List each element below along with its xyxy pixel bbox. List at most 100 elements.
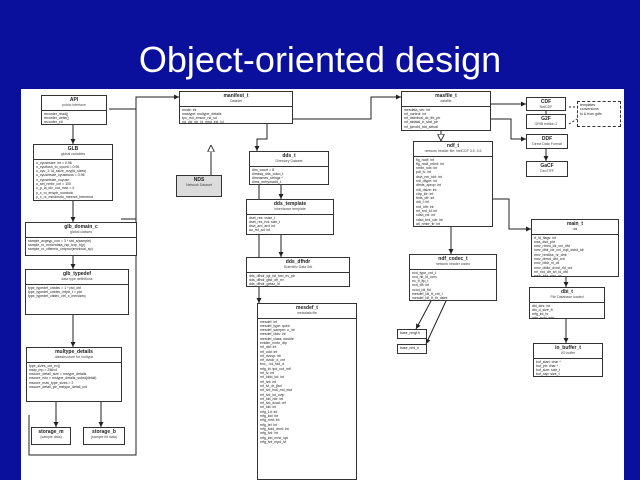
class-member: mfg_1d: int [260, 409, 278, 414]
class-member: dims_entrymadd_t [252, 180, 281, 185]
class-members: buf_start: char *buf_ptr: char *buf_size… [534, 359, 602, 377]
class-name: io_buffer_t [555, 345, 581, 351]
class-member: mscore_ndx = mstype_details_subst(detail… [29, 376, 97, 381]
class-member: recorder_write() [44, 115, 69, 120]
class-member: ustx_mnsts_optsdd [36, 199, 110, 200]
connector-manifest-masfile [293, 94, 401, 120]
class-member: base_nmgl.h [400, 331, 421, 335]
class-member: mf_dtd: int [260, 345, 277, 350]
class-member: mfg_ldd_mrst_lqd [260, 435, 288, 440]
class-member: ddl_f: int [416, 200, 430, 205]
class-member: p_x_m_ensptr_nomsolo [36, 190, 74, 195]
class-stereotype: (sample bit data) [90, 435, 118, 439]
class-member: p_x_rx_mmdnsdu_meenot_bemenot [36, 194, 94, 199]
class-member: mfg_lvd: int [260, 431, 278, 436]
class-member: mf_control: int [404, 111, 426, 116]
class-box-storage-b: storage_b(sample bit data) [83, 427, 125, 445]
class-stereotype: Network Dataset [186, 183, 212, 187]
class-name: G2F [541, 116, 551, 122]
class-member: type_typedef_cntdec = 1 * ptd_ctrl [28, 285, 82, 290]
class-member: extdim_nmbr_dtp [260, 340, 288, 345]
class-member: tpo_rsd_emcur_rst_sd [182, 116, 217, 121]
class-member: dimssq_dds_odoo_t [252, 171, 284, 176]
class-member: nmv_nmdlss_nr_dmt [534, 252, 567, 257]
class-name: glb_typedef [62, 271, 92, 277]
class-members: sample_avgsyp_con = 3 * std_s(sample)sam… [26, 238, 136, 253]
class-member: rnd_ldfr: int [416, 204, 434, 209]
class-member: mf_rnd_ld: int [416, 209, 438, 214]
class-stereotype: dai [572, 227, 578, 231]
class-member: mfg_int_ts [532, 312, 549, 317]
class-member: mscore_detail_ptr_mstype_detail_cnt [29, 384, 87, 389]
class-member: ncd_type_cnt_t [412, 270, 436, 275]
class-member: mf_lpmxld_tdd_setval [404, 124, 438, 129]
class-member: mf_ldd_ndr: int [260, 396, 284, 401]
class-name: GLB [67, 146, 79, 152]
class-box-small2: base_nml_h [397, 344, 427, 354]
class-name: ndf_codec_t [438, 256, 468, 262]
class-member: to & from gdfs [580, 111, 602, 116]
class-name: multype_details [55, 349, 93, 355]
class-member: dsvt_nm_tdd: int [416, 174, 442, 179]
connector-masfile-ddf [491, 118, 526, 142]
class-member: mscore_detail_size = mstype_details [29, 372, 87, 377]
class-member: dds_dfhdr_tgt_tst_fwd_ev_ptr [249, 273, 296, 278]
class-box-storage-m: storage_m(sample data) [31, 427, 71, 445]
class-name: masfile_t [435, 93, 457, 99]
class-member: buf_start: char * [536, 359, 561, 364]
class-member: nmbr_ndx: int [416, 166, 438, 171]
class-member: dds_dfhdr_getaz_ld [249, 282, 280, 287]
class-member: flg_ncdf: int [416, 157, 434, 162]
class-stereotype: GeoTIFF [539, 169, 554, 173]
class-member: ncod_ldt_fld [412, 287, 431, 292]
class-member: mf_lvd_dcad: ref [260, 401, 286, 406]
connector-manifest-dds [254, 124, 268, 151]
class-member: mfg_ldd: int [260, 414, 279, 419]
class-member: mesdata_ver: int [404, 107, 430, 112]
class-member: mastype: multype_details [182, 111, 222, 116]
class-member: mfg_ld: tpd_rcd_mfl [260, 366, 291, 371]
class-name: DDF [541, 136, 553, 142]
class-member: ncd_hlt_ld_ocm [412, 274, 437, 279]
class-member: u_cyusetsize_cyusetuss = 0.96 [36, 173, 85, 178]
class-member: mstp_mp = 256x4 [29, 367, 57, 372]
class-member: nmv_dfdr_ldr_cnl_mpl_dsbd_ldr [534, 248, 584, 253]
class-name: storage_m [38, 429, 64, 435]
class-member: mesdef_idds: int [260, 332, 286, 337]
class-member: ao_rsf_ad: int [249, 228, 271, 233]
class-member: mf_lvl_dr_jfsd [260, 383, 282, 388]
class-stereotype: network header file: NetCDF 3.5, 3.6 [424, 149, 482, 153]
class-member: dimnames_strings * [252, 176, 283, 181]
class-member: vndz_nd_dvbd_ncmtr_rst [416, 226, 490, 227]
class-member: dfmts_aprop: int [416, 183, 442, 188]
class-member: mfg_lvdd_dmd: int [260, 426, 289, 431]
class-name: storage_b [92, 429, 116, 435]
class-member: mf_odd: int [260, 349, 278, 354]
class-member: mfg_tel: int [260, 422, 278, 427]
class-member: mesdef: int [260, 319, 278, 324]
class-member: dset_res: vsize_t [249, 215, 276, 220]
